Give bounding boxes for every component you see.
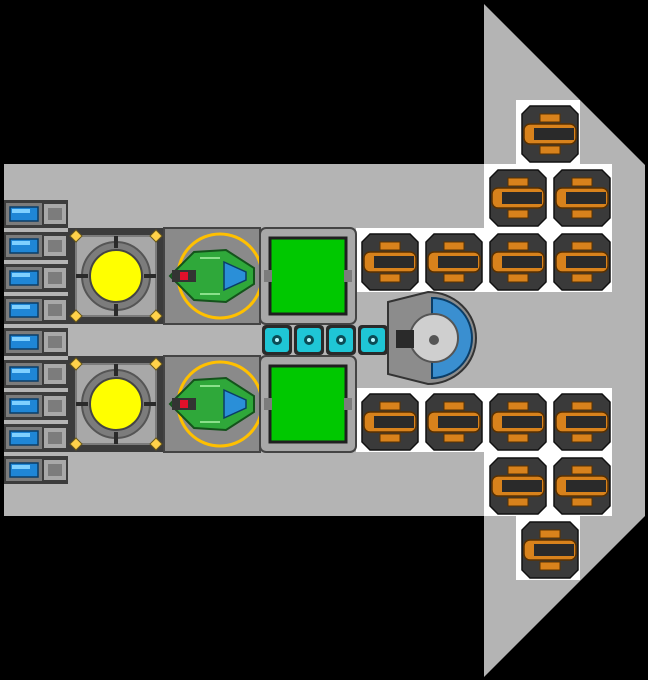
cargo-bay[interactable] [259, 355, 357, 453]
thruster[interactable] [553, 233, 611, 291]
green-gunship[interactable] [163, 355, 264, 453]
thruster[interactable] [425, 393, 483, 451]
battery-cell[interactable] [4, 328, 68, 356]
thruster[interactable] [489, 233, 547, 291]
thruster[interactable] [361, 393, 419, 451]
thruster[interactable] [521, 521, 579, 579]
green-gunship[interactable] [163, 227, 264, 325]
battery-cell[interactable] [4, 296, 68, 324]
battery-cell[interactable] [4, 360, 68, 388]
thruster[interactable] [553, 393, 611, 451]
power-node[interactable] [262, 325, 292, 355]
power-node[interactable] [358, 325, 388, 355]
battery-cell[interactable] [4, 424, 68, 452]
battery-cell[interactable] [4, 456, 68, 484]
thruster[interactable] [489, 457, 547, 515]
thruster[interactable] [553, 457, 611, 515]
power-node[interactable] [294, 325, 324, 355]
thruster[interactable] [489, 169, 547, 227]
battery-cell[interactable] [4, 200, 68, 228]
battery-cell[interactable] [4, 392, 68, 420]
dome-bridge[interactable] [387, 290, 477, 386]
reactor[interactable] [68, 356, 164, 452]
thruster[interactable] [361, 233, 419, 291]
thruster[interactable] [489, 393, 547, 451]
cargo-bay[interactable] [259, 227, 357, 325]
power-node[interactable] [326, 325, 356, 355]
thruster[interactable] [553, 169, 611, 227]
battery-cell[interactable] [4, 232, 68, 260]
thruster[interactable] [425, 233, 483, 291]
battery-cell[interactable] [4, 264, 68, 292]
reactor[interactable] [68, 228, 164, 324]
thruster[interactable] [521, 105, 579, 163]
